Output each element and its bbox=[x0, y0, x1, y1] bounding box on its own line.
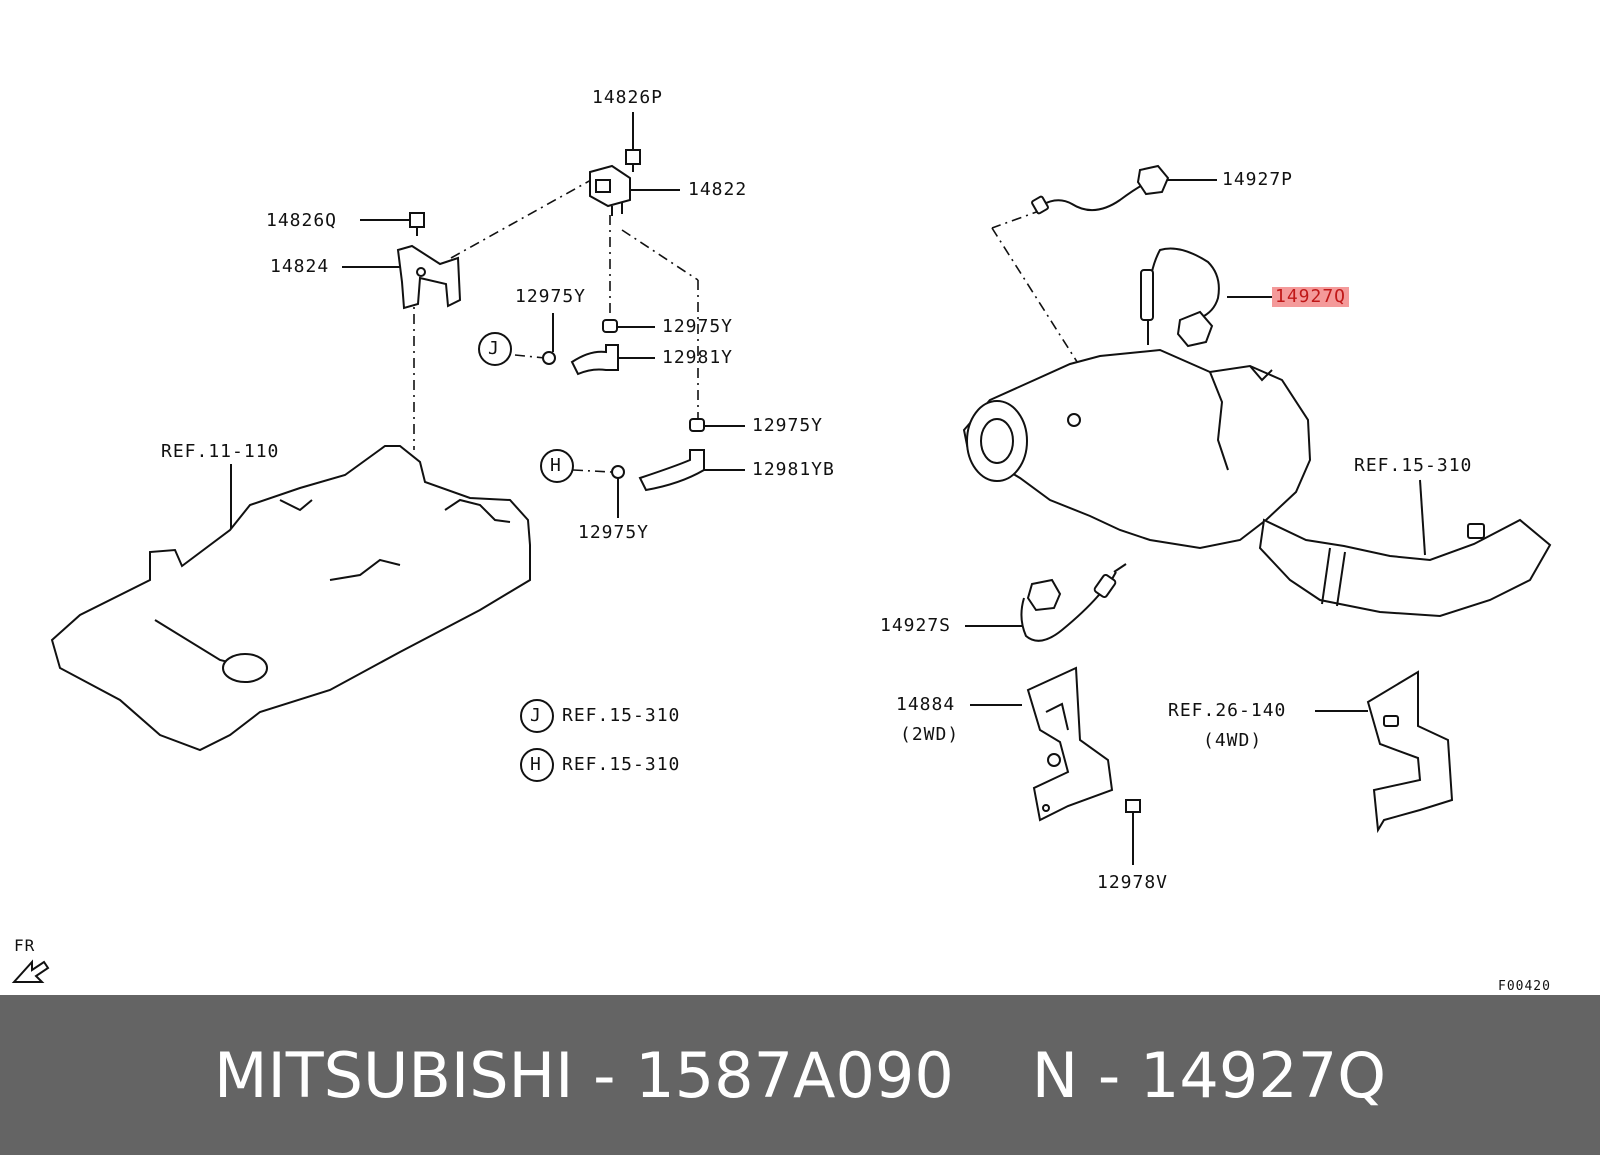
hose-12981YB bbox=[638, 449, 705, 492]
callout-14884: 14884 bbox=[896, 694, 956, 715]
part-number-banner: MITSUBISHI - 1587A090 N - 14927Q bbox=[0, 995, 1600, 1155]
engine-cover-outline bbox=[50, 445, 531, 752]
ref-11-110-label: REF.11-110 bbox=[161, 441, 280, 462]
callout-12981Y: 12981Y bbox=[662, 347, 734, 368]
sensor-14927S bbox=[1020, 563, 1127, 642]
clamp-12975Y-b bbox=[602, 319, 618, 333]
bolt-14826P bbox=[625, 149, 641, 172]
callout-14927S: 14927S bbox=[880, 615, 952, 636]
callout-14927P: 14927P bbox=[1222, 169, 1294, 190]
diagram-drawing bbox=[11, 112, 1552, 983]
assembly-lines bbox=[413, 174, 1101, 473]
callout-12975Y-a: 12975Y bbox=[515, 286, 587, 307]
circle-h-letter: H bbox=[550, 455, 562, 476]
leader-lines bbox=[230, 112, 1426, 865]
clamp-12975Y-c bbox=[689, 418, 705, 432]
callout-12975Y-d: 12975Y bbox=[578, 522, 650, 543]
callout-12978V: 12978V bbox=[1097, 872, 1169, 893]
callout-14822: 14822 bbox=[688, 179, 748, 200]
legend-circles bbox=[520, 699, 554, 782]
figure-code: F00420 bbox=[1498, 979, 1551, 994]
callout-14826P: 14826P bbox=[592, 87, 664, 108]
callout-12981YB: 12981YB bbox=[752, 459, 835, 480]
exhaust-pipe bbox=[1258, 518, 1552, 618]
clamp-12975Y-a bbox=[542, 351, 556, 365]
callout-12975Y-c: 12975Y bbox=[752, 415, 824, 436]
circle-j-marker bbox=[478, 332, 512, 366]
legend-h-letter: H bbox=[530, 754, 542, 775]
ref-26-140-note: (4WD) bbox=[1203, 730, 1263, 751]
ref-26-140-label: REF.26-140 bbox=[1168, 700, 1287, 721]
callout-12975Y-b: 12975Y bbox=[662, 316, 734, 337]
ref-15-310-label: REF.15-310 bbox=[1354, 455, 1473, 476]
legend-j-ref: REF.15-310 bbox=[562, 705, 681, 726]
callout-14884-note: (2WD) bbox=[900, 724, 960, 745]
diagram-ref-number: N - 14927Q bbox=[1031, 1038, 1386, 1112]
brand-part-number: MITSUBISHI - 1587A090 bbox=[214, 1038, 954, 1112]
hose-12981Y bbox=[570, 344, 619, 376]
heat-protector-26-140 bbox=[1366, 670, 1454, 834]
front-arrow-icon bbox=[11, 959, 50, 983]
bolt-14826Q bbox=[409, 212, 425, 236]
parts-diagram: 14826P 14822 14826Q 14824 12975Y 12975Y … bbox=[11, 87, 1552, 994]
bolt-12978V bbox=[1125, 799, 1141, 822]
callout-14826Q: 14826Q bbox=[266, 210, 338, 231]
vacuum-switch-14822 bbox=[589, 164, 631, 216]
catalytic-converter bbox=[962, 348, 1312, 550]
legend-j-letter: J bbox=[530, 705, 542, 726]
callout-14927Q-highlighted: 14927Q bbox=[1272, 287, 1350, 307]
sensor-14927Q bbox=[1140, 247, 1220, 348]
sensor-14927P bbox=[1031, 164, 1170, 215]
bracket-14884 bbox=[1026, 666, 1114, 822]
legend-h-ref: REF.15-310 bbox=[562, 754, 681, 775]
front-orientation-label: FR bbox=[14, 936, 36, 955]
clamp-12975Y-d bbox=[611, 465, 625, 479]
circle-h-marker bbox=[540, 449, 574, 483]
circle-j-letter: J bbox=[488, 338, 500, 359]
bracket-14824 bbox=[396, 244, 462, 310]
callout-14824: 14824 bbox=[270, 256, 330, 277]
